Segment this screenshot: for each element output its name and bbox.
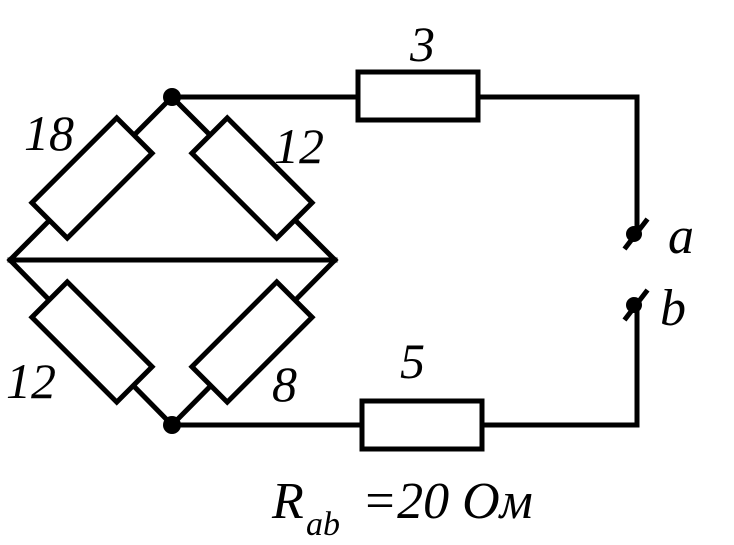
resistor-18 [28, 114, 156, 242]
result-subscript: ab [306, 506, 340, 543]
result-value: =20 Ом [362, 473, 533, 530]
label-5: 5 [400, 333, 425, 389]
label-18: 18 [24, 105, 74, 161]
junction-top-dot [163, 88, 181, 106]
resistor-12-bottom [28, 278, 156, 406]
junction-bottom-dot [163, 416, 181, 434]
resistor-12-top [188, 114, 316, 242]
label-12-bottom: 12 [6, 353, 56, 409]
resistor-3 [355, 69, 481, 123]
terminal-a [622, 217, 650, 251]
label-terminal-b: b [660, 280, 686, 337]
resistor-8 [188, 278, 316, 406]
label-3: 3 [409, 16, 435, 72]
result-symbol: R [271, 473, 304, 530]
bottom-branch-wire [169, 302, 640, 428]
top-branch-wire [169, 94, 640, 233]
resistor-5 [359, 398, 485, 452]
label-terminal-a: a [668, 208, 694, 265]
terminal-b [622, 288, 650, 322]
label-12-top: 12 [274, 118, 324, 174]
label-8: 8 [272, 356, 297, 412]
